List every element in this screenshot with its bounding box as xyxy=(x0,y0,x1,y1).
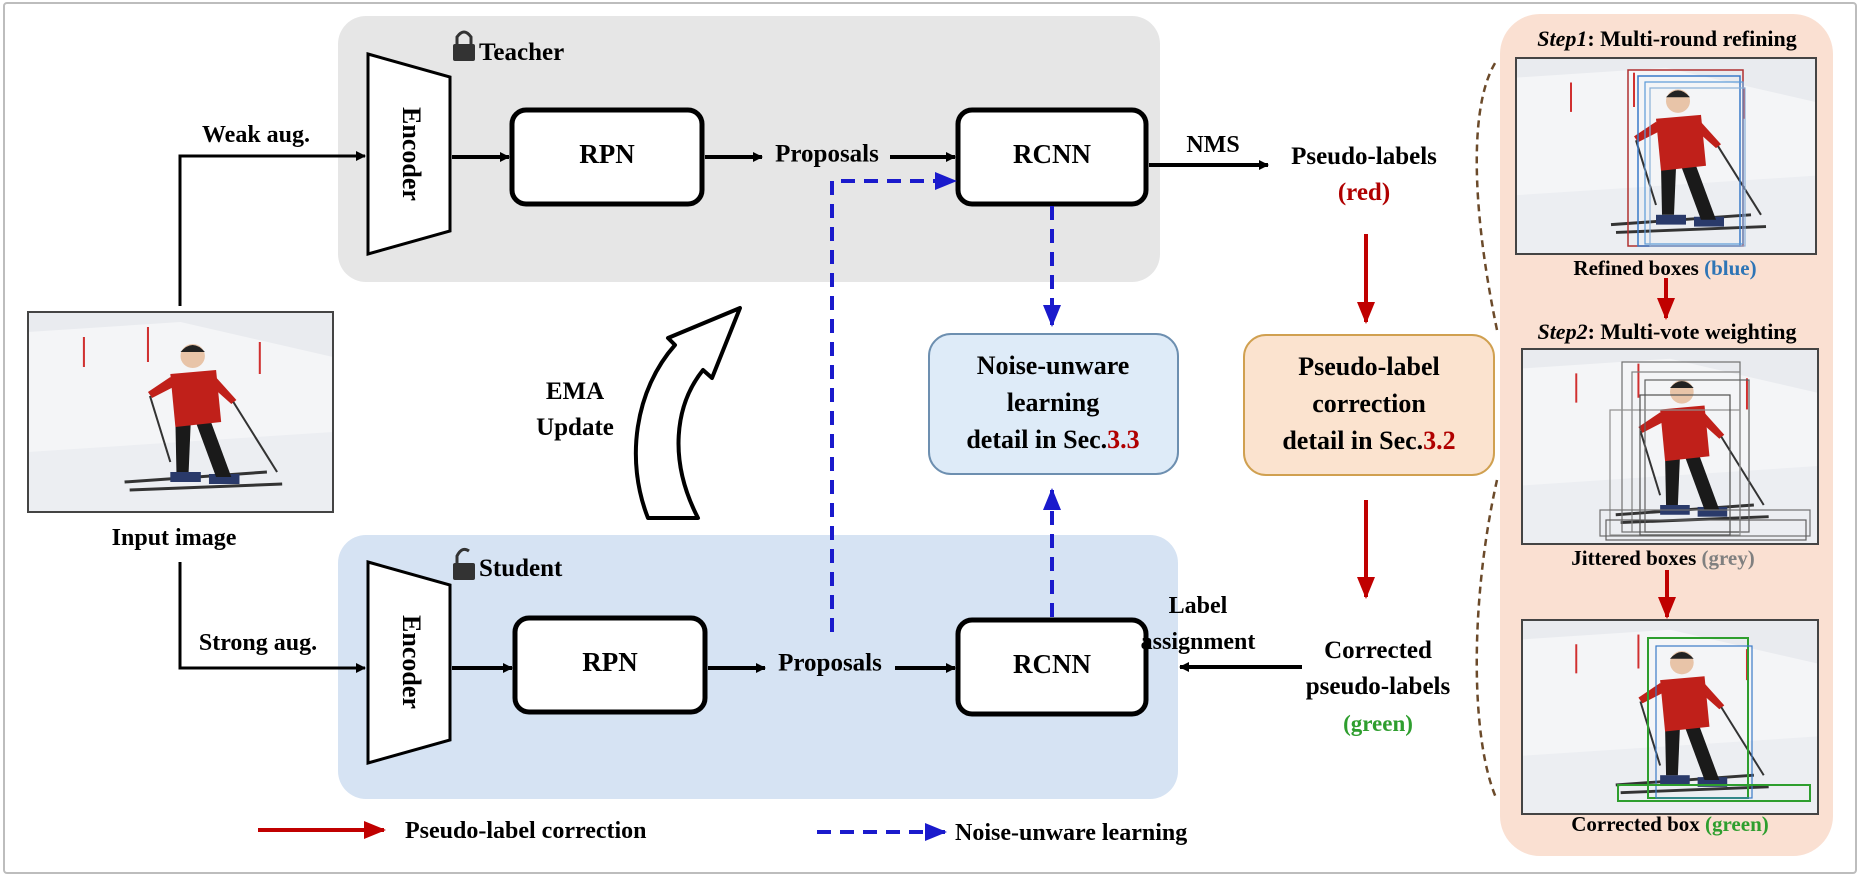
label-assignment-line2: assignment xyxy=(1141,629,1256,655)
legend-blue-label: Noise-unware learning xyxy=(955,820,1187,846)
detail-connector-bottom xyxy=(1475,479,1499,801)
jittered-caption-color: (grey) xyxy=(1702,546,1755,570)
correction-box-line2: correction xyxy=(1312,389,1426,418)
ema-label-line1: EMA xyxy=(546,378,604,405)
step1-text: : Multi-round refining xyxy=(1587,26,1796,51)
detail-connector-top xyxy=(1475,59,1499,331)
student-encoder-block xyxy=(366,560,452,765)
correction-box-line1: Pseudo-label xyxy=(1298,352,1440,381)
student-encoder-label: Encoder xyxy=(397,615,426,709)
corrected-line2: pseudo-labels xyxy=(1306,673,1451,700)
teacher-rpn-label: RPN xyxy=(579,139,635,169)
student-proposals-to-teacher-rcnn-dashed-arrow xyxy=(830,172,957,632)
correction-box-sec-prefix: detail in Sec. xyxy=(1282,426,1423,455)
lock-icon xyxy=(453,30,475,61)
label-assignment-line1: Label xyxy=(1169,593,1228,619)
teacher-rpn-block xyxy=(509,107,705,207)
nms-label: NMS xyxy=(1186,132,1239,158)
pseudo-labels-label: Pseudo-labels xyxy=(1291,143,1437,170)
student-rpn-block xyxy=(512,615,708,715)
teacher-rcnn-label: RCNN xyxy=(1013,139,1091,169)
teacher-panel: Teacher xyxy=(338,16,1160,282)
step1-heading: Step1: Multi-round refining xyxy=(1537,26,1797,51)
correction-box-sec-ref: 3.2 xyxy=(1423,426,1456,455)
student-title: Student xyxy=(479,555,563,582)
jittered-boxes-image xyxy=(1521,348,1819,545)
teacher-title: Teacher xyxy=(479,39,564,66)
pseudo-label-correction-box xyxy=(1243,334,1495,476)
input-image-caption: Input image xyxy=(112,525,237,551)
corrected-line3: (green) xyxy=(1343,711,1413,736)
refined-caption-text: Refined boxes xyxy=(1573,256,1704,280)
refined-caption-color: (blue) xyxy=(1704,256,1757,280)
weak-aug-label: Weak aug. xyxy=(202,122,310,148)
ema-update-arrow xyxy=(633,306,742,520)
strong-aug-arrow xyxy=(178,562,366,673)
step1-label: Step1 xyxy=(1537,26,1587,51)
legend: Pseudo-label correction Noise-unware lea… xyxy=(258,818,1187,846)
student-rcnn-block xyxy=(955,617,1149,717)
legend-red-label: Pseudo-label correction xyxy=(405,818,647,844)
input-image xyxy=(27,311,334,513)
corrected-line1: Corrected xyxy=(1324,637,1432,664)
teacher-rcnn-block xyxy=(955,107,1149,207)
strong-aug-label: Strong aug. xyxy=(199,630,317,656)
noise-box-sec-ref: 3.3 xyxy=(1107,425,1140,454)
lock-icon xyxy=(453,547,475,580)
student-rcnn-label: RCNN xyxy=(1013,649,1091,679)
pseudo-labels-color-label: (red) xyxy=(1338,179,1390,206)
noise-unware-learning-box xyxy=(928,333,1179,475)
corrected-box-caption-text: Corrected box xyxy=(1571,812,1705,836)
teacher-proposals-label: Proposals xyxy=(775,141,879,168)
step2-text: : Multi-vote weighting xyxy=(1588,319,1797,344)
weak-aug-arrow xyxy=(178,151,366,306)
step2-heading: Step2: Multi-vote weighting xyxy=(1537,319,1796,344)
teacher-encoder-label: Encoder xyxy=(397,107,426,201)
step2-label: Step2 xyxy=(1537,319,1587,344)
noise-box-line1: Noise-unware xyxy=(977,351,1130,380)
noise-box-sec-prefix: detail in Sec. xyxy=(966,425,1107,454)
jittered-caption: Jittered boxes (grey) xyxy=(1571,546,1755,570)
corrected-box-caption: Corrected box (green) xyxy=(1571,812,1769,836)
noise-box-line2: learning xyxy=(1007,388,1099,417)
noise-box-line3: detail in Sec.3.3 xyxy=(966,425,1139,454)
correction-box-line3: detail in Sec.3.2 xyxy=(1282,426,1455,455)
ema-label-line2: Update xyxy=(536,414,614,441)
corrected-box-caption-color: (green) xyxy=(1705,812,1769,836)
corrected-box-image xyxy=(1521,619,1819,815)
student-proposals-label: Proposals xyxy=(778,650,882,677)
teacher-encoder-block xyxy=(366,52,452,256)
jittered-caption-text: Jittered boxes xyxy=(1571,546,1701,570)
refined-caption: Refined boxes (blue) xyxy=(1573,256,1756,280)
refined-boxes-image xyxy=(1515,57,1817,255)
student-rpn-label: RPN xyxy=(582,647,638,677)
